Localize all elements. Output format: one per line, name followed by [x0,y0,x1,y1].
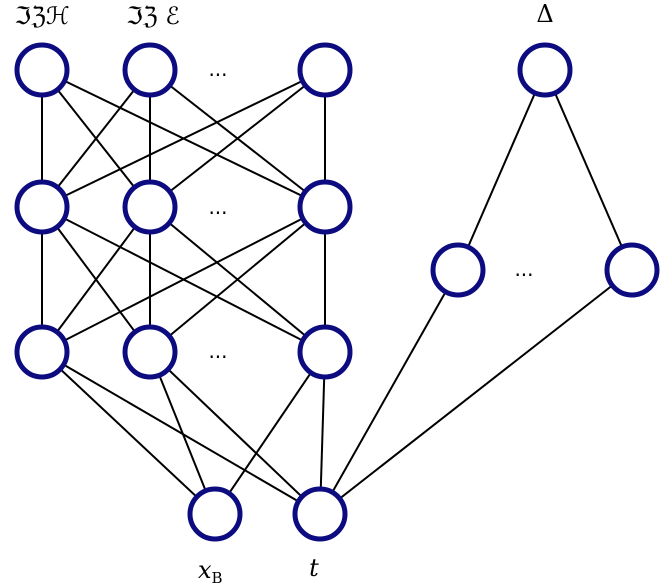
hidden-node [14,179,70,235]
ellipsis: ... [208,57,227,81]
ellipsis: ... [208,195,227,219]
hidden-node [604,242,660,298]
edge [41,206,326,353]
label-im-h: ℑℨℋ [14,2,69,30]
edge [149,351,216,515]
nodes [14,42,660,542]
edge [457,69,546,271]
label-delta: Δ [536,0,553,28]
labels: ℑℨℋ ℑℨ ℰ Δ xB t [14,0,553,587]
label-x-b: xB [198,556,223,587]
edge [41,351,216,515]
edge [214,351,326,515]
ellipsis: ... [514,257,533,281]
ellipsis: ... [208,339,227,363]
edge [544,69,633,271]
edges [41,69,633,515]
edge [319,269,633,515]
edge [149,351,321,515]
hidden-node [122,179,178,235]
edge [41,69,151,208]
input-node-xb [187,486,243,542]
edge [149,69,326,208]
edge [319,269,459,515]
label-im-e: ℑℨ ℰ [126,2,180,30]
hidden-node [297,179,353,235]
edge [149,206,326,353]
hidden-node [430,242,486,298]
label-t: t [309,554,319,582]
output-node-im-h [14,42,70,98]
hidden-node [297,324,353,380]
edge [41,351,321,515]
output-node-im-e [122,42,178,98]
hidden-node [14,324,70,380]
edge [41,69,326,208]
output-node-last [297,42,353,98]
hidden-node [122,324,178,380]
output-node-delta [517,42,573,98]
label-x-b-sub: B [212,569,223,587]
label-x-b-main: x [198,556,212,584]
input-node-t [292,486,348,542]
ellipses: ... ... ... ... [208,57,533,363]
edge [41,206,151,353]
